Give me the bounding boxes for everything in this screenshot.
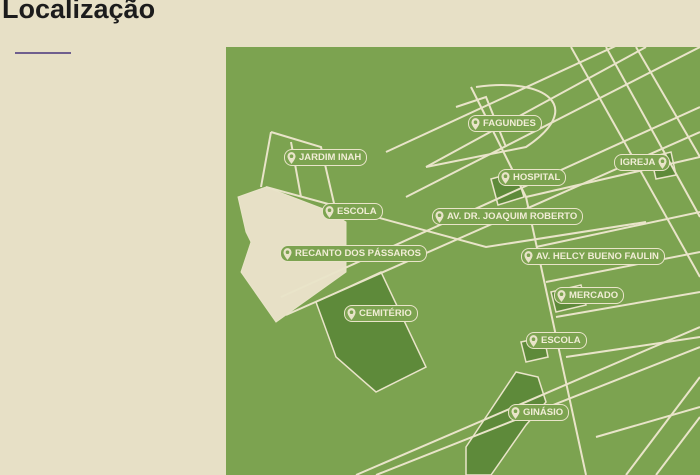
- label-text: AV. HELCY BUENO FAULIN: [536, 251, 659, 262]
- map-label-ginasio[interactable]: GINÁSIO: [508, 404, 570, 421]
- map-pin-icon: [529, 334, 538, 347]
- label-text: HOSPITAL: [513, 172, 561, 183]
- label-text: MERCADO: [569, 290, 619, 301]
- location-map[interactable]: JARDIM INAH FAGUNDES HOSPITAL IGREJA ESC…: [226, 47, 700, 475]
- map-label-av-dr-joaquim-roberto[interactable]: AV. DR. JOAQUIM ROBERTO: [432, 208, 584, 225]
- map-label-av-helcy-bueno-faulin[interactable]: AV. HELCY BUENO FAULIN: [521, 248, 665, 265]
- map-label-recanto-dos-passaros[interactable]: RECANTO DOS PÁSSAROS: [280, 245, 427, 262]
- map-pin-icon: [325, 205, 334, 218]
- map-pin-icon: [658, 156, 667, 169]
- page-title: Localização: [2, 0, 156, 24]
- label-text: IGREJA: [620, 157, 656, 168]
- map-label-igreja[interactable]: IGREJA: [614, 154, 671, 171]
- label-text: ESCOLA: [541, 335, 581, 346]
- map-pin-icon: [524, 250, 533, 263]
- label-text: CEMITÉRIO: [359, 308, 412, 319]
- map-pin-icon: [501, 171, 510, 184]
- map-pin-icon: [557, 289, 566, 302]
- label-text: FAGUNDES: [483, 118, 536, 129]
- map-pin-icon: [435, 210, 444, 223]
- map-label-fagundes[interactable]: FAGUNDES: [468, 115, 542, 132]
- map-label-hospital[interactable]: HOSPITAL: [498, 169, 567, 186]
- title-underline: [15, 52, 71, 54]
- map-label-cemiterio[interactable]: CEMITÉRIO: [344, 305, 418, 322]
- map-label-mercado[interactable]: MERCADO: [554, 287, 625, 304]
- map-label-escola[interactable]: ESCOLA: [322, 203, 383, 220]
- map-pin-icon: [347, 307, 356, 320]
- cemetery-block: [315, 271, 427, 393]
- label-text: RECANTO DOS PÁSSAROS: [295, 248, 421, 259]
- label-text: AV. DR. JOAQUIM ROBERTO: [447, 211, 578, 222]
- map-pin-icon: [283, 247, 292, 260]
- map-pin-icon: [287, 151, 296, 164]
- map-label-jardim-inah[interactable]: JARDIM INAH: [284, 149, 368, 166]
- map-pin-icon: [471, 117, 480, 130]
- label-text: JARDIM INAH: [299, 152, 362, 163]
- map-label-escola-2[interactable]: ESCOLA: [526, 332, 587, 349]
- label-text: ESCOLA: [337, 206, 377, 217]
- map-pin-icon: [511, 406, 520, 419]
- label-text: GINÁSIO: [523, 407, 564, 418]
